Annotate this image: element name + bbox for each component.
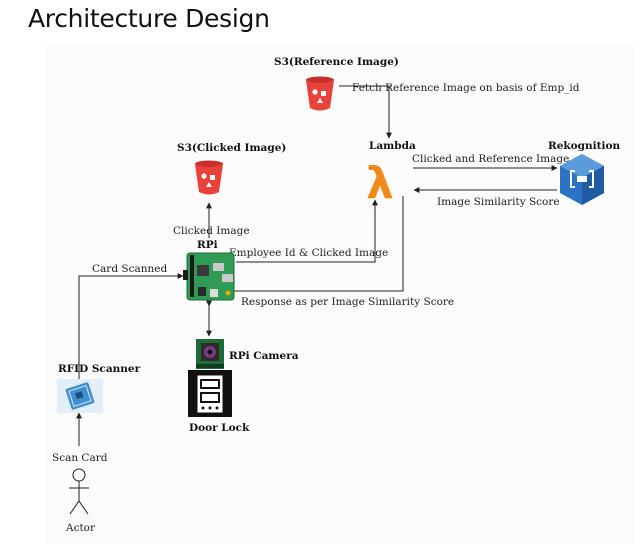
edge-label-clicked-and-reference: Clicked and Reference Image: [412, 153, 569, 165]
rekognition-icon: [560, 154, 604, 205]
node-label-lambda: Lambda: [369, 140, 416, 152]
node-label-rekognition: Rekognition: [548, 140, 620, 152]
s3-bucket-icon: [306, 76, 334, 111]
raspberry-pi-board-icon: [183, 252, 235, 301]
node-label-rpi-camera: RPi Camera: [229, 350, 299, 362]
edge-label-scan-card: Scan Card: [52, 452, 108, 464]
lambda-icon: λ: [366, 158, 394, 209]
rfid-scanner-icon: [57, 379, 103, 413]
edge-label-employee-id: Employee Id & Clicked Image: [229, 247, 388, 259]
edge-label-image-similarity: Image Similarity Score: [437, 196, 560, 208]
node-label-rpi: RPi: [197, 239, 218, 251]
edge-card-scanned: [78, 273, 184, 383]
node-label-s3-clicked: S3(Clicked Image): [177, 142, 286, 154]
edge-label-card-scanned: Card Scanned: [92, 263, 167, 275]
diagram-panel: [46, 44, 634, 544]
edge-response: [220, 196, 404, 294]
svg-text:λ: λ: [366, 158, 394, 209]
s3-bucket-icon: [195, 160, 223, 195]
node-label-s3-reference: S3(Reference Image): [274, 56, 399, 68]
node-label-door-lock: Door Lock: [189, 422, 250, 434]
camera-module-icon: [196, 339, 224, 369]
door-lock-icon: [188, 370, 232, 417]
edge-fetch-reference: [339, 85, 392, 139]
page-title: Architecture Design: [28, 4, 270, 33]
edge-label-clicked-image: Clicked Image: [173, 225, 250, 237]
edge-label-response: Response as per Image Similarity Score: [241, 296, 454, 308]
edge-label-fetch-reference: Fetch Reference Image on basis of Emp_id: [352, 82, 580, 94]
edge-employee-id: [236, 199, 378, 263]
stick-figure-icon: [69, 468, 89, 515]
node-label-rfid-scanner: RFID Scanner: [58, 363, 141, 375]
node-label-actor: Actor: [65, 522, 96, 534]
